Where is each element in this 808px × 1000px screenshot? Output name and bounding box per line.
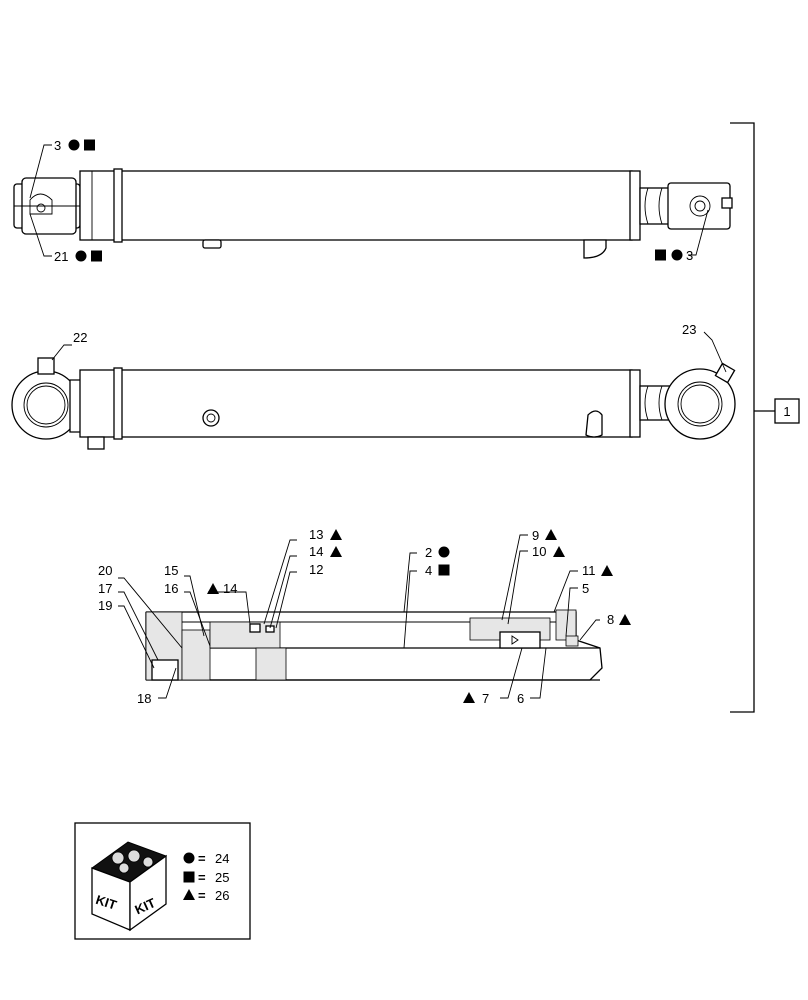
- callout-11: 11: [582, 563, 596, 578]
- triangle-symbol: [330, 546, 342, 557]
- legend-equals-1: =: [198, 851, 206, 866]
- callout-18: 18: [137, 691, 151, 706]
- callout-3-top-left: 3: [54, 138, 61, 153]
- cylinder-top-view: [13, 168, 733, 259]
- callout-15: 15: [164, 563, 178, 578]
- legend-square-symbol: [183, 871, 195, 883]
- callout-12: 12: [309, 562, 323, 577]
- triangle-symbol: [601, 565, 613, 576]
- triangle-symbol: [207, 583, 219, 594]
- legend-circle-ref: 24: [215, 851, 229, 866]
- square-symbol: [655, 249, 666, 261]
- callout-23: 23: [682, 322, 696, 337]
- leader-lines: [29, 144, 727, 699]
- assembly-bracket: 1: [730, 122, 800, 713]
- kit-label-left: KIT: [94, 892, 119, 913]
- legend-equals-2: =: [198, 870, 206, 885]
- square-symbol: [91, 250, 102, 262]
- triangle-symbol: [330, 529, 342, 540]
- legend-square-ref: 25: [215, 870, 229, 885]
- callout-2: 2: [425, 545, 432, 560]
- triangle-symbol: [619, 614, 631, 625]
- legend-triangle-ref: 26: [215, 888, 229, 903]
- callout-13: 13: [309, 527, 323, 542]
- callout-6: 6: [517, 691, 524, 706]
- section-detail: [145, 609, 603, 681]
- callout-14: 14: [309, 544, 323, 559]
- circle-symbol: [671, 249, 683, 261]
- callout-20: 20: [98, 563, 112, 578]
- callout-10: 10: [532, 544, 546, 559]
- kit-legend: KIT KIT = 24 = 25 = 26: [74, 822, 251, 940]
- callout-22: 22: [73, 330, 87, 345]
- square-symbol: [84, 139, 95, 151]
- triangle-symbol: [553, 546, 565, 557]
- cylinder-side-view: [11, 357, 736, 450]
- callout-4: 4: [425, 563, 432, 578]
- kit-box-icon: KIT KIT: [90, 841, 168, 932]
- triangle-symbol: [545, 529, 557, 540]
- square-symbol: [438, 564, 450, 576]
- callout-17: 17: [98, 581, 112, 596]
- callout-8: 8: [607, 612, 614, 627]
- callout-16: 16: [164, 581, 178, 596]
- callout-5: 5: [582, 581, 589, 596]
- callout-21: 21: [54, 249, 68, 264]
- callout-3-top-right: 3: [686, 248, 693, 263]
- callout-19: 19: [98, 598, 112, 613]
- circle-symbol: [68, 139, 80, 151]
- callout-7: 7: [482, 691, 489, 706]
- triangle-symbol: [463, 692, 475, 703]
- callout-9: 9: [532, 528, 539, 543]
- callout-labels: 3 21 3 22 23 13 14 12 14 2 4 9 10: [54, 138, 696, 706]
- legend-equals-3: =: [198, 888, 206, 903]
- legend-circle-symbol: [183, 852, 195, 864]
- circle-symbol: [438, 546, 450, 558]
- legend-triangle-symbol: [183, 889, 195, 900]
- callout-assembly: 1: [783, 404, 790, 419]
- circle-symbol: [75, 250, 87, 262]
- callout-14-left: 14: [223, 581, 237, 596]
